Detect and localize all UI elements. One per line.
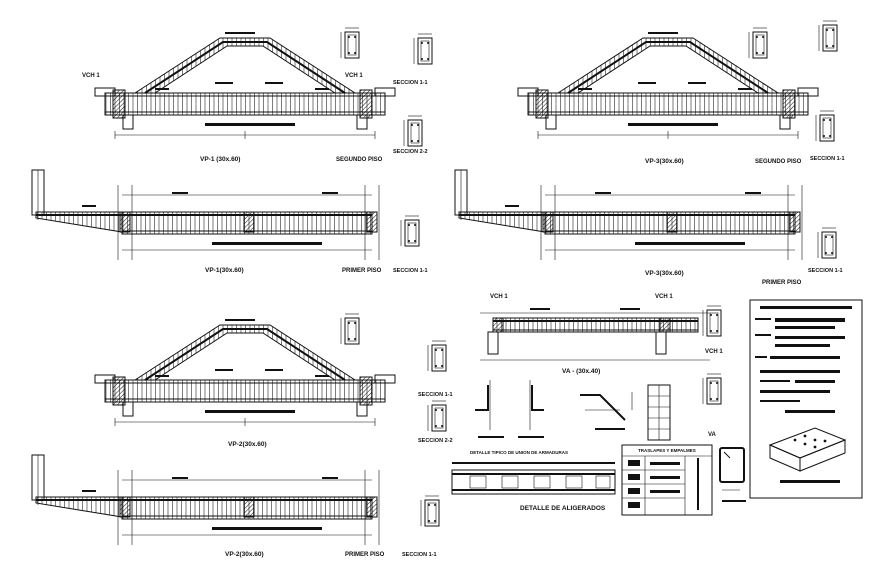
column-section-detail <box>340 27 360 59</box>
column-section-detail <box>817 227 837 259</box>
column-section-detail <box>340 313 360 345</box>
aligerado-title: DETALLE DE ALIGERADOS <box>520 505 606 512</box>
section-label: SECCION 1-1 <box>402 552 437 558</box>
aligerado-detail <box>451 462 616 495</box>
notes-panel <box>749 299 863 499</box>
beam-elevation-1 <box>94 31 396 140</box>
lap-splice-table <box>621 444 713 516</box>
column-section-detail <box>815 110 835 142</box>
column-section-detail <box>400 215 420 247</box>
va-section-label: VA <box>708 432 717 438</box>
column-section-detail <box>420 495 440 527</box>
beam-elevation-6 <box>31 454 380 546</box>
column-section-detail <box>702 305 722 337</box>
beam-title-vp2-2: VP-2(30x.60) <box>228 441 267 448</box>
beam-title-vp1-2: VP-1 (30x.60) <box>200 156 240 163</box>
column-section-detail <box>818 20 838 52</box>
column-section-detail <box>702 373 722 405</box>
vch-label: VCH 1 <box>655 294 673 300</box>
beam-title-vp3-1: VP-3(30x.60) <box>645 270 684 277</box>
section-label: SECCION 1-1 <box>393 80 428 86</box>
vch-label: VCH 1 <box>82 73 100 79</box>
vch-label: VCH 1 <box>490 294 508 300</box>
level-label: SEGUNDO PISO <box>755 159 802 165</box>
section-label-2: SECCION 2-2 <box>393 149 428 155</box>
column-section-detail <box>427 340 447 372</box>
beam-elevation-4 <box>454 169 803 261</box>
beam-elevation-5 <box>94 318 396 427</box>
stirrup-spacing-table <box>647 384 671 441</box>
va-beam-elevation <box>480 308 710 361</box>
beam-elevation-2 <box>517 31 819 140</box>
beam-elevation-3 <box>31 169 380 261</box>
column-section-detail <box>427 400 447 432</box>
section-label: SECCION 1-1 <box>393 268 428 274</box>
level-label: SEGUNDO PISO <box>336 157 383 163</box>
section-label: SECCION 1-1 <box>808 268 843 274</box>
column-section-detail <box>403 115 423 147</box>
column-section-detail <box>748 27 768 59</box>
level-label: PRIMER PISO <box>762 280 802 286</box>
level-label: PRIMER PISO <box>345 552 385 558</box>
rebar-anchorage-details <box>475 380 633 438</box>
section-label: SECCION 1-1 <box>418 392 453 398</box>
beam-title-vp3-2: VP-3(30x.60) <box>645 158 684 165</box>
stirrup-hook-detail <box>719 447 746 502</box>
section-label-2: SECCION 2-2 <box>418 438 453 444</box>
vch-label: VCH 1 <box>345 73 363 79</box>
beam-title-vp2-1: VP-2(30x.60) <box>225 551 264 558</box>
aligerado-caption: DETALLE TIPICO DE UNION DE ARMADURAS <box>470 450 568 455</box>
vch-section-label: VCH 1 <box>705 349 723 355</box>
lap-table-title: TRASLAPES Y EMPALMES <box>638 448 696 453</box>
level-label: PRIMER PISO <box>342 268 382 274</box>
section-label: SECCION 1-1 <box>810 156 845 162</box>
beam-title-vp1-1: VP-1(30x.60) <box>205 267 244 274</box>
column-section-detail <box>413 33 433 65</box>
va-beam-title: VA - (30x.40) <box>562 368 600 375</box>
